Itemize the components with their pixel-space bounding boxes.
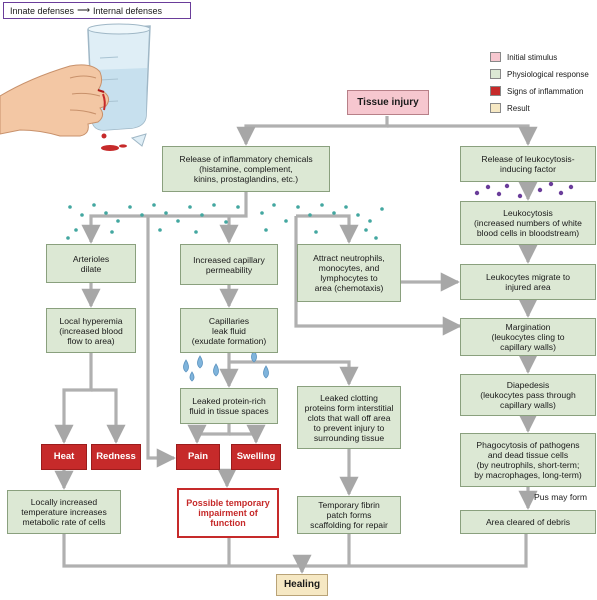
- release-inflammatory-chemicals-box: Release of inflammatory chemicals (hista…: [162, 146, 330, 192]
- area-cleared-box: Area cleared of debris: [460, 510, 596, 534]
- pus-may-form-label: Pus may form: [534, 492, 588, 502]
- impairment-of-function-box: Possible temporary impairment of functio…: [177, 488, 279, 538]
- tissue-injury-box: Tissue injury: [347, 90, 429, 115]
- legend-result: Result: [490, 103, 530, 113]
- leukocytes-migrate-box: Leukocytes migrate to injured area: [460, 264, 596, 300]
- diapedesis-box: Diapedesis (leukocytes pass through capi…: [460, 374, 596, 416]
- legend-signs-of-inflammation: Signs of inflammation: [490, 86, 583, 96]
- redness-sign: Redness: [91, 444, 141, 470]
- arterioles-dilate-box: Arterioles dilate: [46, 244, 136, 283]
- margination-box: Margination (leukocytes cling to capilla…: [460, 318, 596, 356]
- innate-internal-defenses-header: Innate defenses ⟶ Internal defenses: [3, 2, 191, 19]
- fibrin-patch-box: Temporary fibrin patch forms scaffolding…: [297, 496, 401, 534]
- header-right-text: Internal defenses: [92, 5, 163, 16]
- protein-rich-fluid-box: Leaked protein-rich fluid in tissue spac…: [180, 388, 278, 424]
- legend-swatch-pink: [490, 52, 501, 62]
- legend-swatch-tan: [490, 103, 501, 113]
- swelling-sign: Swelling: [231, 444, 281, 470]
- attract-leukocytes-box: Attract neutrophils, monocytes, and lymp…: [297, 244, 401, 302]
- legend-physiological-response: Physiological response: [490, 69, 589, 79]
- capillaries-leak-fluid-box: Capillaries leak fluid (exudate formatio…: [180, 308, 278, 353]
- clotting-proteins-box: Leaked clotting proteins form interstiti…: [297, 386, 401, 449]
- release-leukocytosis-factor-box: Release of leukocytosis- inducing factor: [460, 146, 596, 182]
- leukocytosis-box: Leukocytosis (increased numbers of white…: [460, 201, 596, 245]
- increased-temperature-box: Locally increased temperature increases …: [7, 490, 121, 534]
- local-hyperemia-box: Local hyperemia (increased blood flow to…: [46, 308, 136, 353]
- injured-hand-illustration: [0, 23, 151, 151]
- legend-label: Result: [507, 103, 530, 113]
- header-left-text: Innate defenses: [10, 5, 75, 16]
- legend-swatch-green: [490, 69, 501, 79]
- legend-label: Initial stimulus: [507, 52, 558, 62]
- phagocytosis-box: Phagocytosis of pathogens and dead tissu…: [460, 433, 596, 487]
- increased-capillary-permeability-box: Increased capillary permeability: [180, 244, 278, 285]
- legend-label: Signs of inflammation: [507, 86, 584, 96]
- pain-sign: Pain: [176, 444, 220, 470]
- healing-box: Healing: [276, 574, 328, 596]
- arrow-right-icon: ⟶: [77, 5, 90, 15]
- legend-label: Physiological response: [507, 69, 589, 79]
- legend-initial-stimulus: Initial stimulus: [490, 52, 557, 62]
- heat-sign: Heat: [41, 444, 87, 470]
- legend-swatch-red: [490, 86, 501, 96]
